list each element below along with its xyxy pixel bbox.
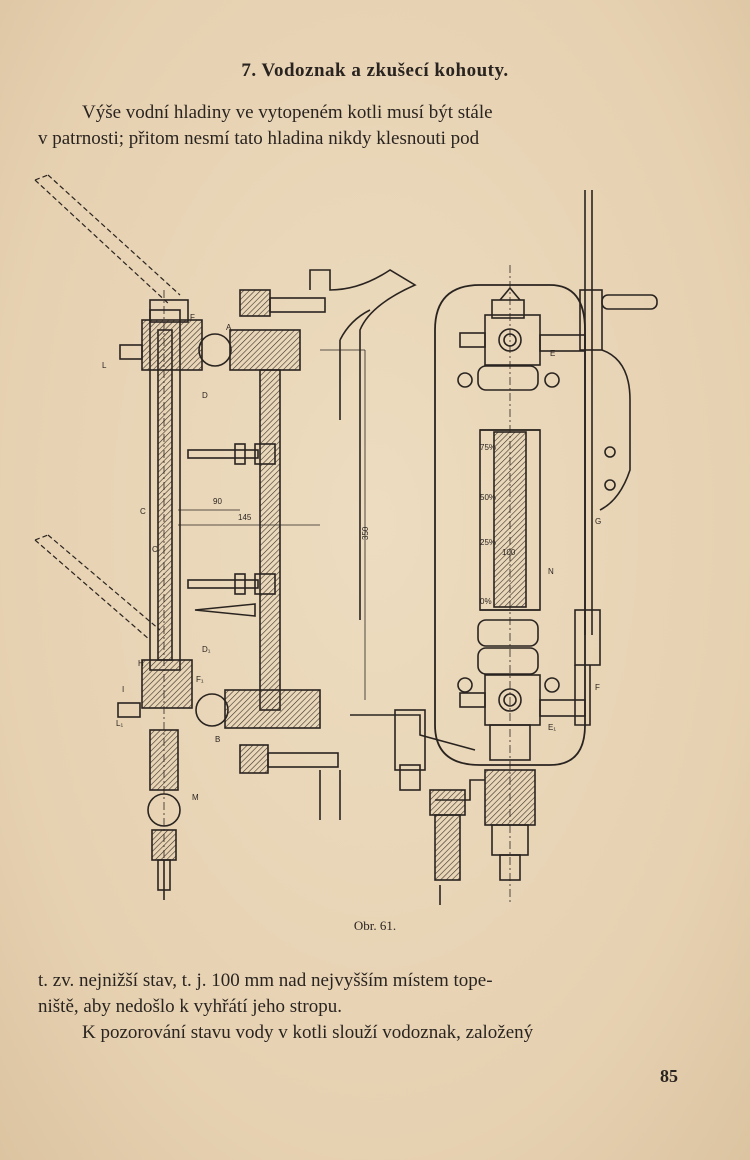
label-E1: E₁ (548, 723, 556, 732)
dimension-145: 145 (238, 513, 252, 522)
body-line-3: K pozorování stavu vody v kotli slouží v… (82, 1022, 534, 1043)
body-line-1: t. zv. nejnižší stav, t. j. 100 mm nad n… (38, 970, 493, 991)
intro-line-1: Výše vodní hladiny ve vytopeném kotli mu… (82, 102, 493, 123)
body-line-2: niště, aby nedošlo k vyhřátí jeho stropu… (38, 996, 342, 1017)
intro-paragraph: Výše vodní hladiny ve vytopeném kotli mu… (38, 100, 678, 152)
figure-caption: Obr. 61. (353, 918, 397, 933)
scale-0: 0% (480, 597, 492, 606)
body-paragraph: t. zv. nejnižší stav, t. j. 100 mm nad n… (38, 968, 678, 1046)
label-E: E (550, 349, 555, 358)
label-I: I (122, 685, 124, 694)
label-F-right: F (595, 683, 600, 692)
section-heading: 7. Vodoznak a zkušecí kohouty. (241, 60, 509, 81)
scale-75: 75% (480, 443, 496, 452)
lower-handle-lever (34, 534, 161, 641)
label-D1: D₁ (202, 645, 211, 654)
label-F1: F₁ (196, 675, 204, 684)
label-M: M (192, 793, 199, 802)
label-L: L (102, 361, 107, 370)
page-number: 85 (660, 1066, 678, 1086)
dimension-350: 350 (361, 526, 370, 540)
dimension-90: 90 (213, 497, 222, 506)
upper-handle-lever (34, 174, 181, 306)
label-C: C (140, 507, 146, 516)
scale-25: 25% (480, 538, 496, 547)
label-A: A (226, 323, 232, 332)
label-D: D (202, 391, 208, 400)
label-G: G (595, 517, 601, 526)
label-H: H (138, 659, 144, 668)
intro-line-2: v patrnosti; přitom nesmí tato hladina n… (38, 128, 480, 149)
label-F: F (190, 313, 195, 322)
label-N: N (548, 567, 554, 576)
label-C-lower: C (152, 545, 158, 554)
label-L1: L₁ (116, 719, 123, 728)
technical-drawing-water-gauge: L F A D C C H D₁ F₁ I L₁ B M E G N F E₁ … (34, 174, 658, 905)
scale-50: 50% (480, 493, 496, 502)
scale-100: 100 (502, 548, 516, 557)
label-B: B (215, 735, 220, 744)
